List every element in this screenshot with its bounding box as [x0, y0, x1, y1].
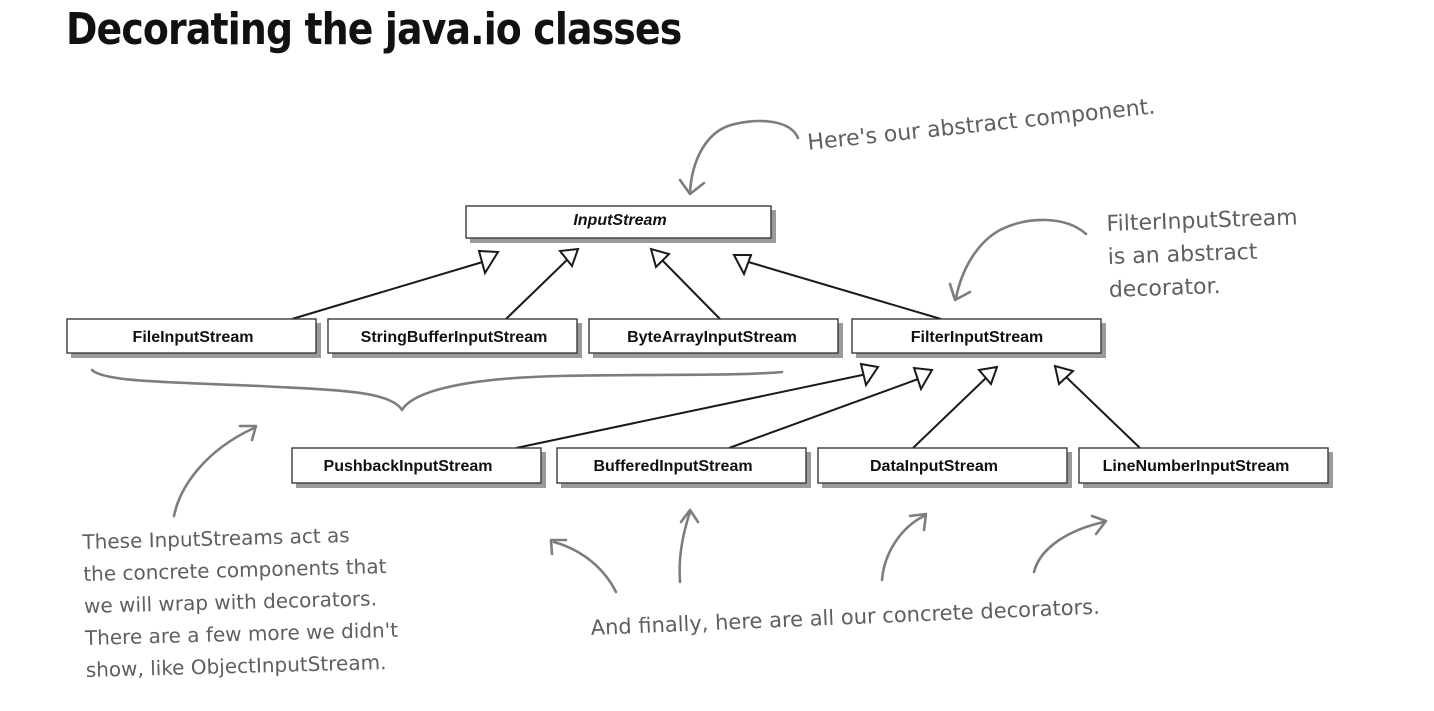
arrow-to-abstract-decorator [954, 218, 1088, 300]
arrowhead-linenumberinputstream [1053, 364, 1075, 386]
arrowhead-filterinputstream [732, 254, 753, 277]
arrowhead-linenumber [1090, 514, 1108, 536]
class-box-linenumberinputstream: LineNumberInputStream [1078, 447, 1333, 488]
note-concrete-components: These InputStreams act as the concrete c… [82, 523, 399, 682]
arrowhead-buffered [679, 508, 700, 524]
arrowhead-stringbufferinputstream [558, 247, 580, 269]
class-box-stringbufferinputstream: StringBufferInputStream [327, 318, 582, 358]
class-label-stringbufferinputstream: StringBufferInputStream [361, 329, 548, 346]
arrowhead-bufferedinputstream [912, 366, 934, 392]
arrow-to-abstract-component [688, 119, 800, 194]
arrowhead-abstract-decorator [948, 282, 972, 302]
page-title: Decorating the java.io classes [66, 4, 682, 55]
arrowhead-data [908, 512, 928, 532]
class-box-bufferedinputstream: BufferedInputStream [556, 447, 811, 488]
class-box-bytearrayinputstream: ByteArrayInputStream [588, 318, 843, 358]
arrowhead-datainputstream [977, 365, 999, 386]
edge-linenumberinputstream-to-filterinputstream [1063, 374, 1141, 449]
class-box-pushbackinputstream: PushbackInputStream [291, 447, 546, 488]
class-label-bufferedinputstream: BufferedInputStream [593, 458, 752, 475]
arrow-to-concrete-components [172, 426, 256, 518]
arrow-to-pushback [552, 540, 618, 594]
inheritance-edges [291, 247, 1141, 449]
edge-fileinputstream-to-inputstream [291, 260, 487, 320]
class-label-pushbackinputstream: PushbackInputStream [324, 458, 493, 475]
class-label-inputstream: InputStream [573, 212, 666, 229]
edge-datainputstream-to-filterinputstream [912, 375, 989, 449]
class-label-linenumberinputstream: LineNumberInputStream [1103, 458, 1290, 475]
class-box-fileinputstream: FileInputStream [66, 318, 321, 358]
edge-bufferedinputstream-to-filterinputstream [728, 377, 922, 449]
arrowhead-concrete-components [238, 424, 258, 442]
edge-pushbackinputstream-to-filterinputstream [515, 373, 868, 449]
arrow-to-linenumber [1032, 520, 1106, 574]
class-box-inputstream: InputStream [465, 205, 776, 243]
arrowhead-abstract-component [678, 178, 706, 196]
class-label-filterinputstream: FilterInputStream [911, 329, 1043, 346]
arrowhead-pushback [549, 538, 568, 556]
class-label-fileinputstream: FileInputStream [133, 329, 254, 346]
arrow-to-buffered [678, 510, 692, 584]
edge-bytearrayinputstream-to-inputstream [659, 257, 721, 320]
arrowhead-pushbackinputstream [859, 362, 880, 388]
class-box-datainputstream: DataInputStream [817, 447, 1072, 488]
arrowhead-bytearrayinputstream [649, 247, 671, 269]
class-box-filterinputstream: FilterInputStream [851, 318, 1106, 358]
class-label-datainputstream: DataInputStream [870, 458, 998, 475]
edge-filterinputstream-to-inputstream [744, 260, 942, 320]
arrowhead-fileinputstream [477, 249, 500, 276]
annotation-strokes [90, 119, 1108, 594]
class-label-bytearrayinputstream: ByteArrayInputStream [627, 329, 797, 346]
edge-stringbufferinputstream-to-inputstream [505, 257, 570, 320]
arrow-to-data [880, 514, 926, 582]
curly-brace-concrete-components [90, 368, 784, 412]
note-abstract-decorator: FilterInputStream is an abstract decorat… [1106, 205, 1298, 303]
